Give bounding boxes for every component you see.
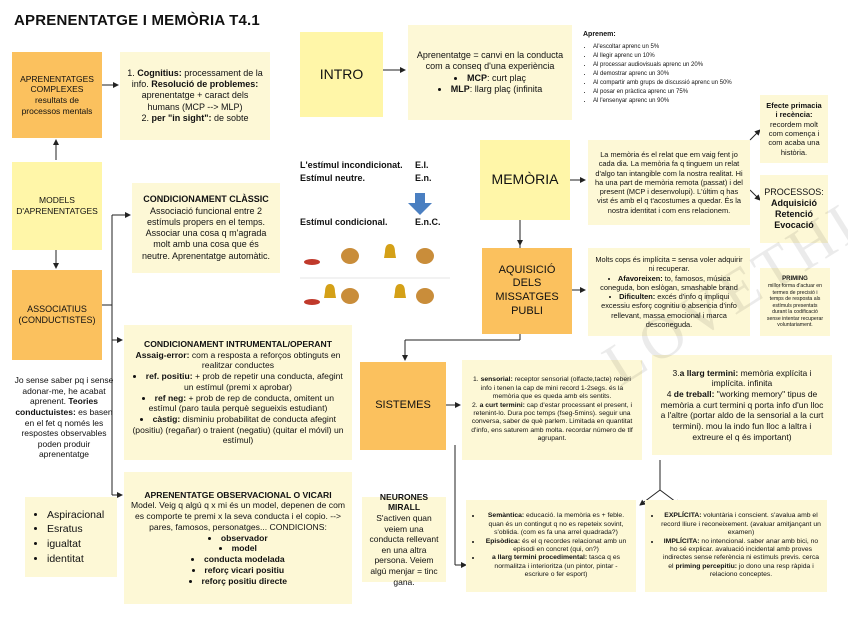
stimulus-abbr-1: E.I. bbox=[415, 160, 429, 170]
arrow-to-primacia bbox=[749, 129, 761, 141]
associatius-sticky: ASSOCIATIUS (CONDUCTISTES) bbox=[12, 270, 102, 360]
values-list: Aspiracional Esratus igualtat identitat bbox=[31, 508, 111, 567]
arrow-to-semantica-right bbox=[639, 489, 661, 506]
associatius-label: ASSOCIATIUS (CONDUCTISTES) bbox=[18, 303, 96, 325]
memoria-sticky: MEMÒRIA bbox=[480, 140, 570, 220]
intro-label: INTRO bbox=[319, 65, 364, 82]
processos-note: PROCESSOS: Adquisició Retenció Evocació bbox=[760, 175, 828, 243]
intro-def: Aprenentatge = canvi en la conducta com … bbox=[416, 50, 564, 72]
sistemes-list-note: 1. sensorial: receptor sensorial (olfact… bbox=[462, 360, 642, 460]
aprenem-list: Al'escoltar aprenc un 5% Al llegir apren… bbox=[583, 43, 763, 106]
classic-note: CONDICIONAMENT CLÀSSIC Associació funcio… bbox=[132, 183, 280, 273]
adquisicio-list: Afavoreixen: to, famosos, música conegud… bbox=[594, 274, 744, 330]
stimulus-abbr-3: E.n.C. bbox=[415, 217, 441, 227]
list-item: MLP: llarg plaç (infinita bbox=[438, 84, 543, 95]
list-item: a llarg termini procedimental: tasca q e… bbox=[482, 554, 630, 579]
pavlov-illustration bbox=[300, 238, 450, 318]
list-item: MCP: curt plaç bbox=[438, 73, 543, 84]
explicita-note: EXPLÍCITA: voluntària i conscient. s'ava… bbox=[645, 500, 827, 592]
list-item: Dificulten: excés d'info q impliqui exce… bbox=[594, 292, 744, 329]
classic-body: Associació funcional entre 2 estímuls pr… bbox=[141, 205, 271, 261]
neurones-note: NEURONES MIRALL S'activen quan veiem una… bbox=[362, 492, 446, 587]
memoria-body: La memòria és el relat que em vaig fent … bbox=[595, 150, 743, 215]
stimulus-row-3: Estímul condicional. bbox=[300, 217, 388, 227]
food-bowl-icon bbox=[304, 259, 320, 305]
blue-down-arrow bbox=[408, 193, 432, 215]
aprenem-note: Aprenem: Al'escoltar aprenc un 5% Al lle… bbox=[583, 30, 763, 106]
list-item: Afavoreixen: to, famosos, música conegud… bbox=[594, 274, 744, 293]
memoria-body-note: La memòria és el relat que em vaig fent … bbox=[588, 140, 750, 225]
conditions-list: observador model conducta modelada refor… bbox=[189, 533, 287, 587]
adquisicio-body-note: Molts cops és implícita = sensa voler ad… bbox=[588, 248, 750, 336]
neurones-title: NEURONES MIRALL bbox=[379, 491, 429, 513]
list-item: ref neg: + prob de rep de conducta, omit… bbox=[130, 393, 346, 414]
models-sticky: MODELS D'APRENENTATGES bbox=[12, 162, 102, 250]
priming-title: PRIMING bbox=[782, 275, 808, 282]
intro-sticky: INTRO bbox=[300, 32, 383, 117]
sistemes-sticky: SISTEMES bbox=[360, 362, 446, 450]
complexes-label: APRENENTATGES COMPLEXES resultats de pro… bbox=[20, 73, 94, 116]
instrumental-title: CONDICIONAMENT INTRUMENTAL/OPERANT bbox=[144, 338, 332, 349]
instrumental-note: CONDICIONAMENT INTRUMENTAL/OPERANT Assai… bbox=[124, 325, 352, 460]
list-item: EXPLÍCITA: voluntària i conscient. s'ava… bbox=[661, 512, 821, 537]
cognitius-item: 1. Cognitius: processament de la info. R… bbox=[127, 67, 263, 112]
primacia-note: Efecte primacia i recència: recordem mol… bbox=[760, 95, 828, 163]
explicita-list: EXPLÍCITA: voluntària i conscient. s'ava… bbox=[651, 512, 821, 580]
memoria-label: MEMÒRIA bbox=[491, 171, 559, 188]
semantica-list: Semàntica: educació. la memòria es + feb… bbox=[472, 512, 630, 580]
semantica-note: Semàntica: educació. la memòria es + feb… bbox=[466, 500, 636, 592]
stimulus-row-1: L'estímul incondicionat. bbox=[300, 160, 403, 170]
models-label: MODELS D'APRENENTATGES bbox=[16, 195, 98, 216]
treball-item: 4 de treball: "working memory" tipus de … bbox=[660, 389, 824, 442]
classic-title: CONDICIONAMENT CLÀSSIC bbox=[143, 194, 269, 205]
list-item: Episòdica: és el q recordes relacionat a… bbox=[482, 538, 630, 555]
intro-def-note: Aprenentatge = canvi en la conducta com … bbox=[408, 25, 572, 120]
teories-note: Jo sense saber pq i sense adonar-me, he … bbox=[14, 375, 114, 460]
list-item: Semàntica: educació. la memòria es + feb… bbox=[482, 512, 630, 537]
instrumental-lead: Assaig-error: com a resposta a reforços … bbox=[135, 349, 341, 371]
page-title: APRENENTATGE I MEMÒRIA T4.1 bbox=[14, 12, 260, 29]
intro-list: MCP: curt plaç MLP: llarg plaç (infinita bbox=[438, 73, 543, 96]
llarg-termini-note: 3.a llarg termini: memòria explícita i i… bbox=[652, 355, 832, 455]
llarg-termini-item: 3.a llarg termini: memòria explícita i i… bbox=[672, 367, 812, 389]
dog-icon bbox=[341, 248, 434, 304]
adquisicio-sticky: AQUISICIÓ DELS MISSATGES PUBLI bbox=[482, 248, 572, 334]
stimulus-abbr-2: E.n. bbox=[415, 173, 432, 183]
neurones-body: S'activen quan veiem una conducta rellev… bbox=[369, 512, 439, 587]
priming-note: PRIMING millor forma d'actuar en termes … bbox=[760, 268, 830, 336]
instrumental-list: ref. positiu: + prob de repetir una cond… bbox=[130, 371, 346, 446]
list-item: IMPLÍCITA: no intencional. saber anar am… bbox=[661, 538, 821, 580]
list-item: 2. a curt termini: cap d'estar processan… bbox=[471, 401, 633, 443]
list-item: ref. positiu: + prob de repetir una cond… bbox=[130, 371, 346, 392]
list-item: càstig: disminiu probabilitat de conduct… bbox=[130, 414, 346, 446]
complexes-sticky: APRENENTATGES COMPLEXES resultats de pro… bbox=[12, 52, 102, 138]
list-item: 1. sensorial: receptor sensorial (olfact… bbox=[473, 376, 631, 401]
stimulus-row-2: Estímul neutre. bbox=[300, 173, 366, 183]
priming-body: millor forma d'actuar en termes de preci… bbox=[766, 283, 824, 328]
adquisicio-lead: Molts cops és implícita = sensa voler ad… bbox=[595, 255, 743, 274]
values-note: Aspiracional Esratus igualtat identitat bbox=[25, 497, 117, 577]
observacional-body: Model. Veig q algú q x mi és un model, d… bbox=[130, 500, 346, 532]
bell-icon bbox=[324, 244, 406, 298]
primacia-title: Efecte primacia i recència: bbox=[766, 100, 822, 120]
sistemes-label: SISTEMES bbox=[375, 399, 431, 412]
insight-item: 2. per "in sight": de sobte bbox=[141, 112, 249, 123]
arrow-to-processos bbox=[749, 189, 761, 201]
cognitius-note: 1. Cognitius: processament de la info. R… bbox=[120, 52, 270, 140]
observacional-note: APRENENTATGE OBSERVACIONAL O VICARI Mode… bbox=[124, 472, 352, 604]
adquisicio-label: AQUISICIÓ DELS MISSATGES PUBLI bbox=[495, 263, 559, 317]
primacia-body: recordem molt com comença i com acaba un… bbox=[768, 119, 820, 157]
aprenem-title: Aprenem: bbox=[583, 31, 616, 38]
observacional-title: APRENENTATGE OBSERVACIONAL O VICARI bbox=[144, 489, 332, 500]
processos-title: PROCESSOS: bbox=[764, 186, 824, 197]
